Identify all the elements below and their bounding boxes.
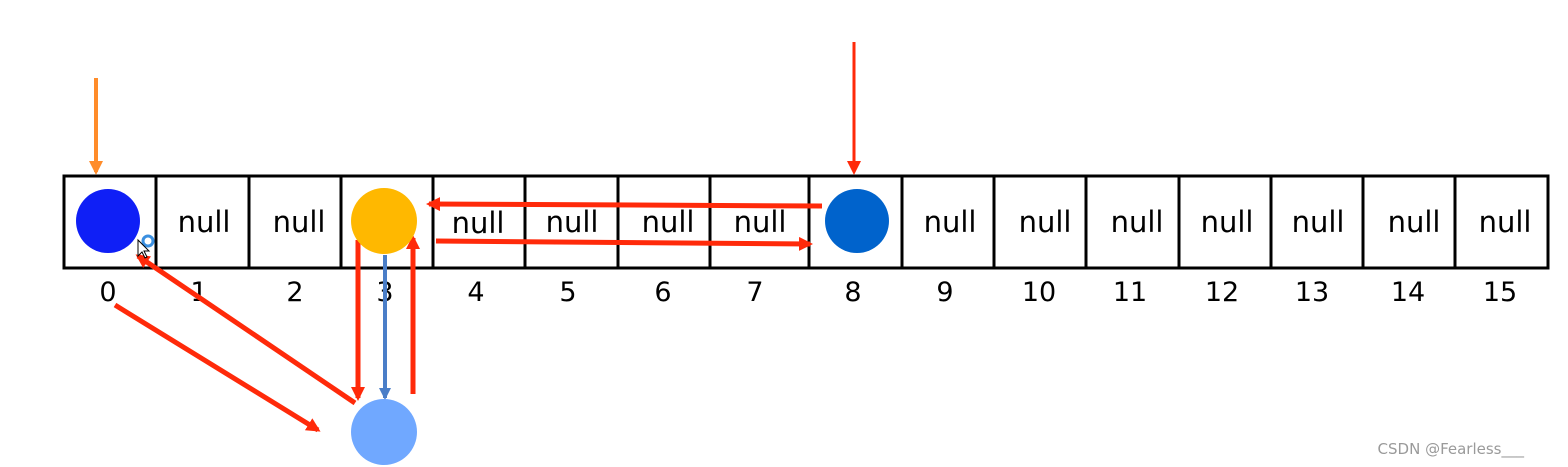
- cell-text-12: null: [1201, 205, 1254, 239]
- array-cell-15: [1453, 174, 1550, 270]
- watermark: CSDN @Fearless___: [1377, 440, 1524, 458]
- index-label-10: 10: [1022, 277, 1056, 308]
- index-label-12: 12: [1205, 277, 1239, 308]
- cell-text-4: null: [452, 206, 505, 240]
- index-label-11: 11: [1113, 277, 1147, 308]
- index-label-15: 15: [1483, 277, 1517, 308]
- index-label-8: 8: [844, 277, 861, 308]
- index-label-9: 9: [936, 277, 953, 308]
- node-index-3: [351, 188, 417, 254]
- node-below-index-3: [351, 399, 417, 465]
- cell-text-11: null: [1111, 205, 1164, 239]
- arrow-bottom-to-0: [135, 253, 357, 406]
- arrows: [89, 42, 861, 433]
- nodes: [76, 188, 889, 465]
- index-label-2: 2: [286, 277, 303, 308]
- index-label-0: 0: [99, 277, 116, 308]
- index-label-6: 6: [654, 277, 671, 308]
- arrow-8-to-3: [426, 197, 823, 212]
- index-label-4: 4: [467, 277, 484, 308]
- cell-text-1: null: [178, 205, 231, 239]
- cursor-icon: [137, 234, 155, 259]
- node-index-8: [825, 189, 889, 253]
- index-label-13: 13: [1295, 277, 1329, 308]
- node-index-0: [76, 189, 140, 253]
- cell-text-6: null: [642, 205, 695, 239]
- cell-text-9: null: [924, 205, 977, 239]
- cell-text-7: null: [734, 205, 787, 239]
- cell-text-5: null: [546, 205, 599, 239]
- arrow-0-to-bottom: [113, 302, 321, 433]
- cell-text-10: null: [1019, 205, 1072, 239]
- cell-text-15: null: [1479, 205, 1532, 239]
- index-label-7: 7: [746, 277, 763, 308]
- cell-text-13: null: [1292, 205, 1345, 239]
- arrow-3-to-8: [435, 236, 813, 251]
- index-label-5: 5: [559, 277, 576, 308]
- index-label-14: 14: [1391, 277, 1425, 308]
- cell-text-14: null: [1388, 205, 1441, 239]
- cell-text-2: null: [273, 205, 326, 239]
